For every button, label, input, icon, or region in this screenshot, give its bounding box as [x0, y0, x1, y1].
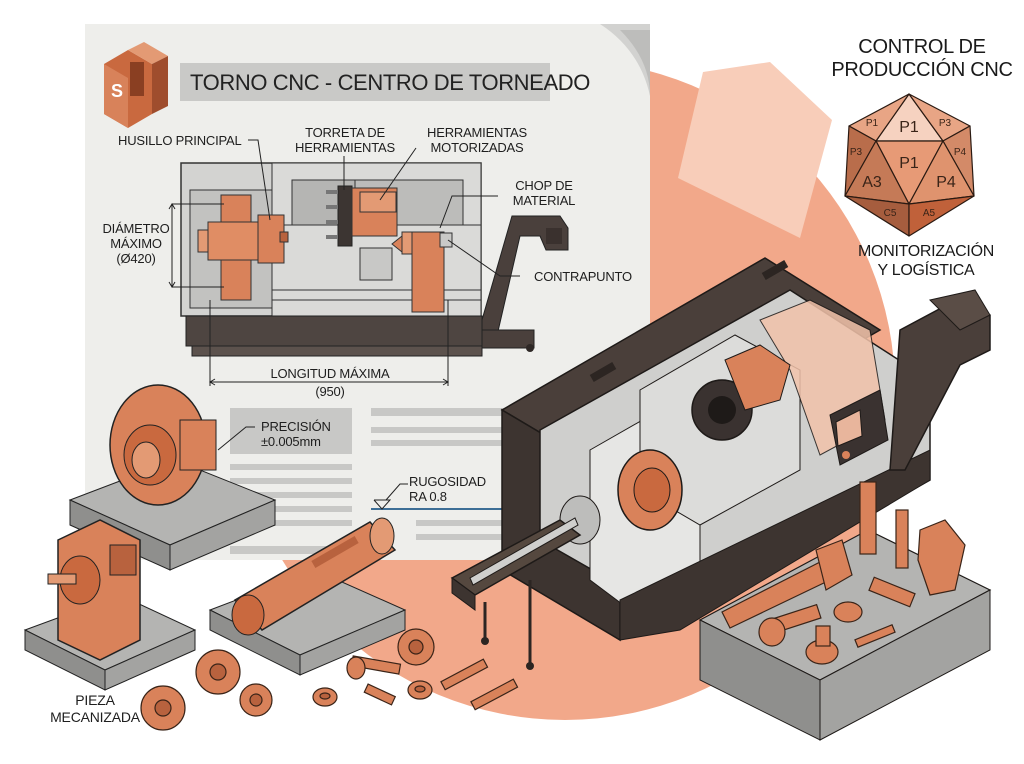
label-machined-part: PIEZA MECANIZADA [50, 692, 140, 725]
gearbox-part [47, 519, 141, 661]
face-bottom-right [908, 195, 975, 237]
page-title: TORNO CNC - CENTRO DE TORNEADO [190, 70, 590, 95]
bolt-icon [895, 509, 909, 569]
face-label: P1 [899, 119, 919, 136]
pale-pentagon [678, 62, 832, 238]
schematic-tailstock [391, 231, 453, 313]
label-chip: CHOP DE MATERIAL [512, 178, 576, 208]
production-caption: MONITORIZACIÓN Y LOGÍSTICA [858, 243, 994, 279]
face-label: P3 [939, 118, 952, 129]
bolt-icon [868, 576, 916, 608]
title-bar [180, 63, 550, 101]
label-precision: PRECISIÓN ±0.005mm [261, 419, 331, 449]
gear-icon [815, 539, 853, 591]
machine-base [619, 449, 931, 641]
dimension-lines [168, 203, 449, 386]
chip-conveyor-3d [889, 289, 991, 471]
control-panel [829, 389, 889, 466]
bracket-icon [917, 519, 966, 596]
gear-icon [397, 628, 435, 666]
face-label: P3 [850, 147, 863, 158]
face-label: P4 [954, 147, 967, 158]
gear-icon [239, 683, 273, 717]
schematic-turret [326, 185, 398, 247]
nut-icon [833, 601, 863, 623]
label-length-value: (950) [315, 384, 345, 399]
logo-letter: S [111, 81, 123, 101]
schematic-base [185, 315, 483, 347]
machine-turret [691, 344, 791, 441]
nut-icon [407, 680, 433, 700]
nut-icon [758, 617, 786, 647]
shaft-part [231, 517, 397, 636]
label-diameter: DIÁMETRO MÁXIMO (Ø420) [102, 221, 170, 266]
bar-feeder [450, 517, 582, 670]
label-live-tools: HERRAMIENTAS MOTORIZADAS [427, 125, 527, 155]
bolt-icon [854, 624, 896, 648]
machine-chuck [617, 449, 683, 531]
nut-icon [312, 687, 338, 707]
flange-part [109, 384, 217, 506]
bolt-icon [363, 683, 397, 706]
label-roughness: RUGOSIDAD RA 0.8 [409, 474, 486, 504]
gear-icon [195, 649, 241, 695]
face-label: A3 [862, 174, 882, 191]
bolt-icon [440, 658, 489, 691]
gear-icon [140, 685, 186, 731]
label-tailstock: CONTRAPUNTO [534, 269, 632, 284]
leader-lines [217, 139, 520, 451]
label-turret: TORRETA DE HERRAMIENTAS [295, 125, 395, 155]
face-label: P1 [866, 118, 879, 129]
doc-lines [230, 408, 521, 554]
schematic-spindle [197, 194, 289, 301]
bolt-icon [470, 678, 519, 711]
part-plate-shaft [208, 569, 407, 676]
logo-icon [104, 42, 168, 128]
label-length: LONGITUD MÁXIMA [270, 366, 390, 381]
schematic-chip-conveyor [481, 215, 569, 352]
bolt-icon [346, 655, 402, 680]
bolt-icon [859, 481, 877, 555]
production-title: CONTROL DE PRODUCCIÓN CNC [831, 36, 1013, 81]
face-label: P4 [936, 174, 956, 191]
face-label: A5 [923, 208, 936, 219]
face-label: C5 [884, 208, 897, 219]
label-spindle: HUSILLO PRINCIPAL [118, 133, 242, 148]
roughness-symbol [373, 499, 392, 510]
face-label: P1 [899, 155, 919, 172]
